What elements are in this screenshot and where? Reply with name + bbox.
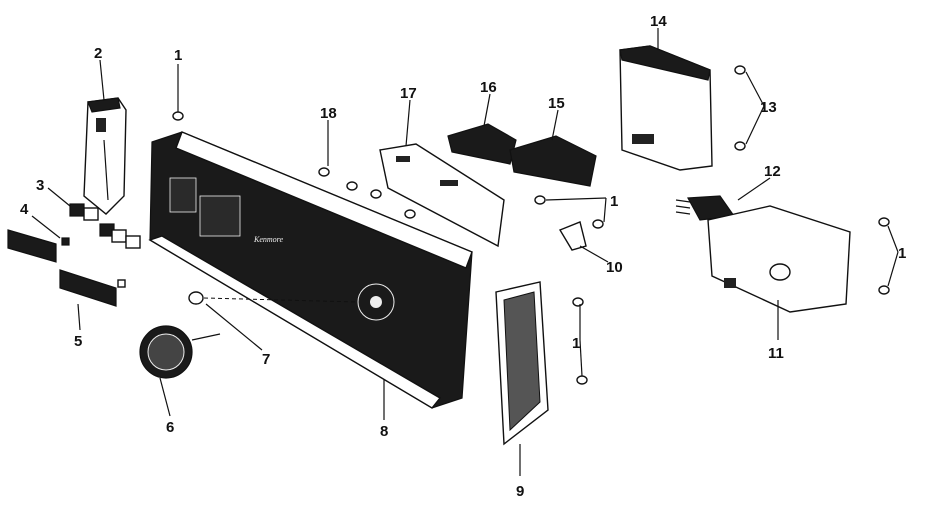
callout-8: 8 <box>380 423 388 440</box>
callout-numbers: 1 2 3 4 5 6 7 8 9 10 11 12 13 14 15 16 1… <box>20 13 906 500</box>
part-4-clip <box>61 237 126 288</box>
part-3-push-buttons <box>69 203 141 249</box>
callout-12: 12 <box>764 163 781 180</box>
part-15-switch <box>509 135 597 187</box>
part-5-button-guides <box>7 229 117 307</box>
callout-10: 10 <box>606 259 623 276</box>
part-6-knob <box>139 325 221 379</box>
callout-3: 3 <box>36 177 44 194</box>
callout-1b: 1 <box>610 193 618 210</box>
callout-9: 9 <box>516 483 524 500</box>
part-14-cover <box>619 45 713 171</box>
part-7-knob-insert <box>188 291 359 305</box>
callout-1d: 1 <box>898 245 906 262</box>
callout-13: 13 <box>760 99 777 116</box>
callout-6: 6 <box>166 419 174 436</box>
part-10-clip <box>558 221 587 251</box>
screws <box>172 65 890 385</box>
part-11-timer <box>707 205 851 313</box>
callout-14: 14 <box>650 13 667 30</box>
part-17-bracket <box>379 143 505 248</box>
part-9-vent <box>495 281 549 446</box>
callout-1: 1 <box>174 47 182 64</box>
part-16-switch <box>447 123 517 165</box>
callout-18: 18 <box>320 105 337 122</box>
callout-17: 17 <box>400 85 417 102</box>
callout-4: 4 <box>20 201 29 218</box>
callout-15: 15 <box>548 95 565 112</box>
brand-label: Kenmore <box>253 235 283 244</box>
leader-lines <box>31 28 899 476</box>
callout-11: 11 <box>768 345 784 362</box>
callout-2: 2 <box>94 45 102 62</box>
part-8-control-panel: Kenmore <box>148 131 473 409</box>
part-2-end-bracket <box>83 97 127 215</box>
callout-5: 5 <box>74 333 82 350</box>
callout-7: 7 <box>262 351 270 368</box>
callout-16: 16 <box>480 79 497 96</box>
callout-1c: 1 <box>572 335 580 352</box>
